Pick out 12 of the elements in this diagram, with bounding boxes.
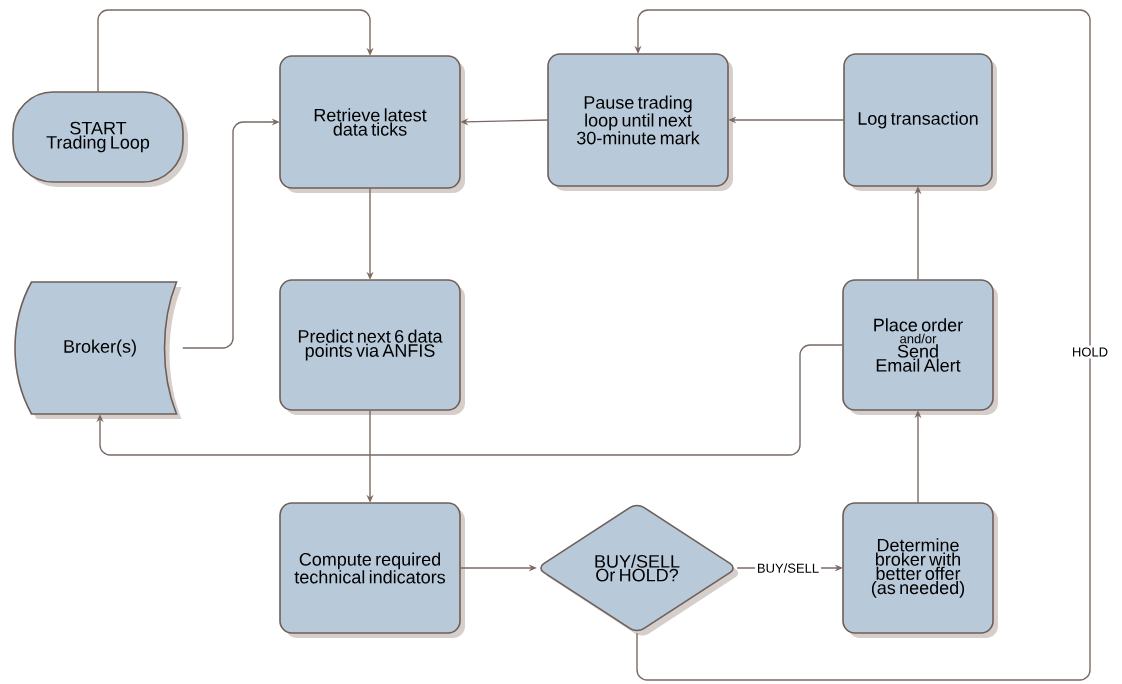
arrow [96, 344, 844, 456]
process-box: Place order and/or Send Email Alert [842, 279, 998, 415]
process-box: Pause trading loop until next 30-minute mark [547, 53, 733, 191]
process-box: Determine broker with better offer (as needed) [842, 502, 998, 638]
process-box: Compute required technical indicators [279, 502, 465, 638]
edge-label: BUY/SELL [754, 561, 822, 575]
start-terminal: START Trading Loop [12, 91, 188, 187]
edge-label: HOLD [1069, 345, 1111, 359]
process-box: Predict next 6 data points via ANFIS [279, 279, 465, 415]
process-box: Retrieve latest data ticks [279, 55, 465, 193]
process-box: Log transaction [843, 53, 997, 191]
arrow [97, 9, 374, 93]
